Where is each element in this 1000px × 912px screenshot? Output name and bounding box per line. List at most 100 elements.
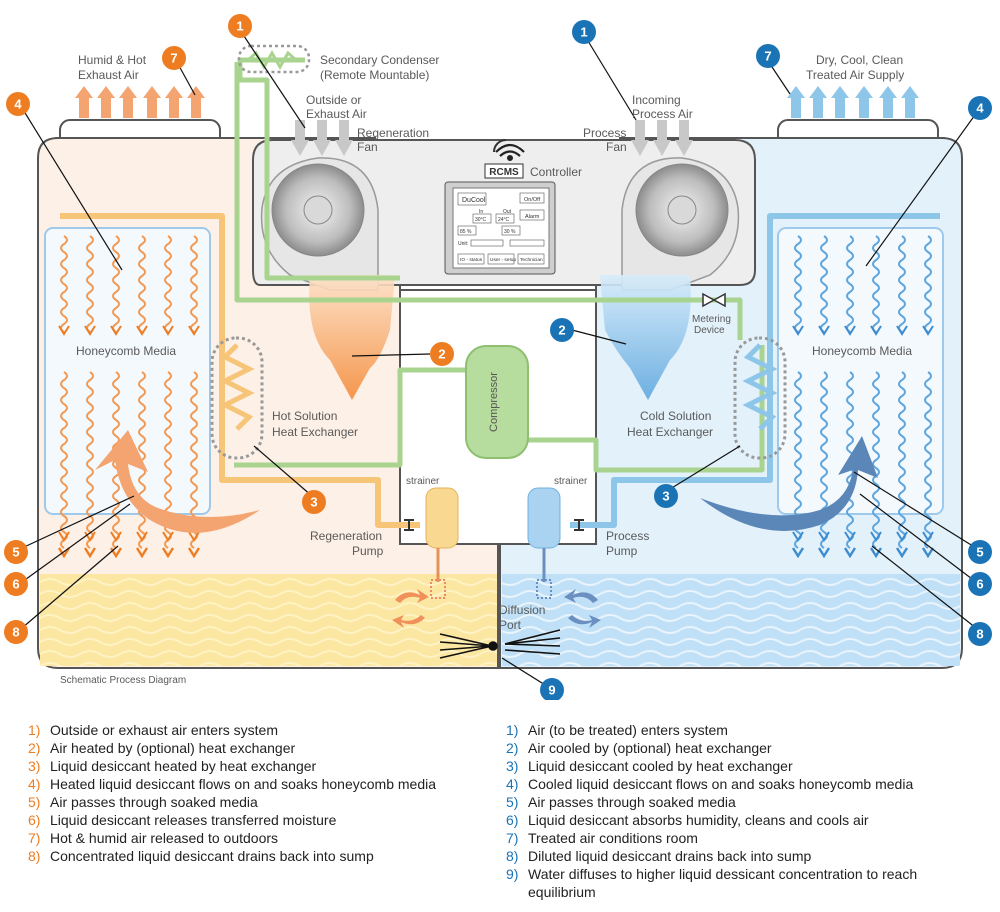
svg-text:Heat Exchanger: Heat Exchanger: [272, 425, 358, 439]
legend-text: Air heated by (optional) heat exchanger: [50, 740, 296, 756]
refrigerant-pipes: [234, 57, 765, 473]
swirl-left-icon: [392, 589, 429, 628]
badge-orange-7: 7: [162, 46, 186, 70]
flow-arrowhead: [136, 531, 148, 542]
svg-text:2: 2: [558, 323, 565, 338]
badge-orange-1: 1: [228, 14, 252, 38]
flow-arrowhead: [110, 531, 122, 542]
legend-text: Liquid desiccant cooled by heat exchange…: [528, 758, 793, 774]
badge-blue-6: 6: [968, 572, 992, 596]
legend-number: 5): [28, 794, 41, 810]
svg-text:6: 6: [12, 577, 19, 592]
legend-item: 6)Liquid desiccant releases transferred …: [28, 811, 488, 829]
drain-arrowhead: [83, 547, 97, 559]
badge-blue-8: 8: [968, 622, 992, 646]
svg-text:Humid & Hot: Humid & Hot: [78, 53, 147, 67]
desiccant-stream: [924, 371, 932, 549]
hot-heat-exchanger: [210, 336, 264, 460]
regeneration-pump: [425, 487, 459, 599]
desiccant-stream: [898, 371, 906, 549]
svg-text:On/Off: On/Off: [524, 197, 541, 203]
drain-arrowhead: [161, 547, 175, 559]
air-down-arrow: [291, 120, 309, 156]
regeneration-fan: [260, 157, 379, 291]
flow-arrowhead: [110, 325, 122, 336]
svg-text:(Remote Mountable): (Remote Mountable): [320, 68, 429, 82]
legend-text: Air cooled by (optional) heat exchanger: [528, 740, 772, 756]
svg-text:Alarm: Alarm: [525, 214, 540, 220]
desiccant-stream: [86, 235, 94, 333]
air-up-arrow: [879, 86, 897, 118]
badge-blue-4: 4: [968, 96, 992, 120]
svg-text:Process Air: Process Air: [632, 107, 693, 121]
legend-number: 2): [28, 740, 41, 756]
process-air-curve-arrow: [700, 436, 878, 531]
regen-air-curve-arrow: [95, 430, 260, 533]
air-up-arrow: [855, 86, 873, 118]
svg-text:8: 8: [12, 625, 19, 640]
desiccant-stream: [190, 235, 198, 333]
flow-arrowhead: [58, 325, 70, 336]
svg-text:Outside or: Outside or: [306, 93, 361, 107]
drain-arrowhead: [791, 547, 805, 559]
svg-text:24°C: 24°C: [498, 217, 510, 223]
desiccant-stream: [112, 235, 120, 333]
legend-text: Treated air conditions room: [528, 830, 698, 846]
air-up-arrow: [787, 86, 805, 118]
svg-text:Controller: Controller: [530, 165, 582, 179]
legend-number: 6): [28, 812, 41, 828]
desiccant-stream: [794, 235, 802, 333]
callout-lines: [21, 29, 981, 689]
legend-item: 7) Treated air conditions room: [506, 829, 976, 847]
flow-arrowhead: [844, 325, 856, 336]
flow-arrowhead: [188, 531, 200, 542]
svg-text:30 %: 30 %: [504, 229, 516, 235]
svg-text:Incoming: Incoming: [632, 93, 681, 107]
svg-text:Fan: Fan: [357, 140, 378, 154]
process-pump: [527, 487, 561, 599]
flow-arrowhead: [922, 531, 934, 542]
legend-item: 2) Air cooled by (optional) heat exchange…: [506, 739, 976, 757]
flow-arrowhead: [922, 325, 934, 336]
honeycomb-media-right: [777, 227, 944, 515]
process-fan: [621, 157, 740, 291]
air-up-arrow: [901, 86, 919, 118]
svg-text:User - setup: User - setup: [490, 257, 516, 263]
air-up-arrow: [831, 86, 849, 118]
desiccant-stream: [898, 235, 906, 333]
strainer-right-icon: [574, 519, 584, 531]
legend-number: 7): [506, 830, 519, 846]
svg-text:4: 4: [14, 97, 22, 112]
svg-text:4: 4: [976, 101, 984, 116]
svg-text:Honeycomb Media: Honeycomb Media: [76, 344, 176, 358]
cold-solution-pipes: [570, 213, 940, 528]
legend-number: 2): [506, 740, 519, 756]
wifi-icon: [495, 143, 525, 157]
svg-text:Exhaust Air: Exhaust Air: [78, 68, 139, 82]
svg-text:6: 6: [976, 577, 983, 592]
svg-text:7: 7: [170, 51, 177, 66]
legend-text: Air passes through soaked media: [50, 794, 258, 810]
badge-blue-1: 1: [572, 20, 596, 44]
legend-text: Heated liquid desiccant flows on and soa…: [50, 776, 437, 792]
air-down-arrow: [653, 120, 671, 156]
air-down-arrow: [675, 120, 693, 156]
desiccant-stream: [86, 371, 94, 549]
legend-item: 1)Outside or exhaust air enters system: [28, 721, 488, 739]
badge-orange-5: 5: [4, 540, 28, 564]
legend-item: 3)Liquid desiccant cooled by heat exchan…: [506, 757, 976, 775]
flow-arrowhead: [792, 325, 804, 336]
desiccant-stream: [820, 235, 828, 333]
air-up-arrow: [165, 86, 183, 118]
flow-arrowhead: [896, 325, 908, 336]
svg-text:Hot Solution: Hot Solution: [272, 409, 337, 423]
diffusion-port: [439, 629, 561, 659]
svg-text:7: 7: [764, 49, 771, 64]
legend-item: 2) Air heated by (optional) heat exchange…: [28, 739, 488, 757]
svg-text:5: 5: [976, 545, 983, 560]
badge-blue-9: 9: [540, 678, 564, 700]
legend-text: Concentrated liquid desiccant drains bac…: [50, 848, 374, 864]
svg-text:Compressor: Compressor: [488, 372, 500, 432]
air-up-arrow: [97, 86, 115, 118]
